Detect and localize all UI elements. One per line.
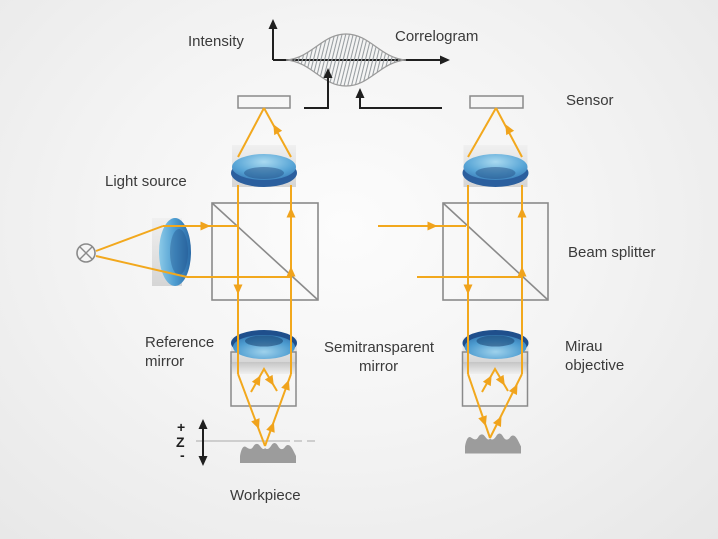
ray [467, 373, 491, 439]
correlogram-label: Correlogram [395, 28, 478, 45]
correlogram-envelope [285, 33, 407, 87]
sensor-left [237, 95, 291, 109]
z-letter-label: Z [176, 434, 185, 450]
workpiece-surface-left [240, 443, 296, 463]
ray [95, 225, 164, 252]
workpiece-label: Workpiece [230, 487, 301, 504]
sensor-right [469, 95, 524, 109]
mirau-objective-label-line1: Mirau [565, 338, 603, 355]
workpiece-surface-right [465, 433, 521, 454]
z-axis [196, 419, 317, 466]
reference-mirror-label-line1: Reference [145, 334, 214, 351]
semitransparent-mirror-label-line2: mirror [359, 358, 398, 375]
ray [237, 107, 265, 158]
ray [489, 373, 523, 439]
reference-mirror-label-line2: mirror [145, 353, 184, 370]
ray [237, 373, 266, 447]
beam-splitter-cube-right [442, 202, 549, 301]
sensor-label: Sensor [566, 92, 614, 109]
intensity-label: Intensity [188, 33, 244, 50]
ray [95, 255, 188, 278]
light-source-icon [76, 243, 96, 263]
beam-splitter-cube-left [211, 202, 319, 301]
beam-splitter-label: Beam splitter [568, 244, 656, 261]
right-connector-arrow-icon [355, 88, 365, 98]
semitransparent-mirror-label-line1: Semitransparent [324, 339, 435, 356]
z-up-arrow-icon [198, 419, 208, 429]
left-sensor-connector [304, 76, 329, 109]
light-source-label: Light source [105, 173, 187, 190]
right-sensor-connector [359, 96, 442, 109]
axis-right-arrow-icon [440, 55, 450, 65]
axis-up-arrow-icon [268, 19, 278, 29]
z-minus-label: - [180, 447, 185, 463]
condenser-lens [152, 218, 191, 286]
sensor-signal-connectors [304, 68, 442, 109]
ray [467, 107, 497, 158]
z-down-arrow-icon [198, 456, 208, 466]
mirau-objective-label-line2: objective [565, 357, 624, 374]
z-plus-label: + [177, 419, 185, 435]
